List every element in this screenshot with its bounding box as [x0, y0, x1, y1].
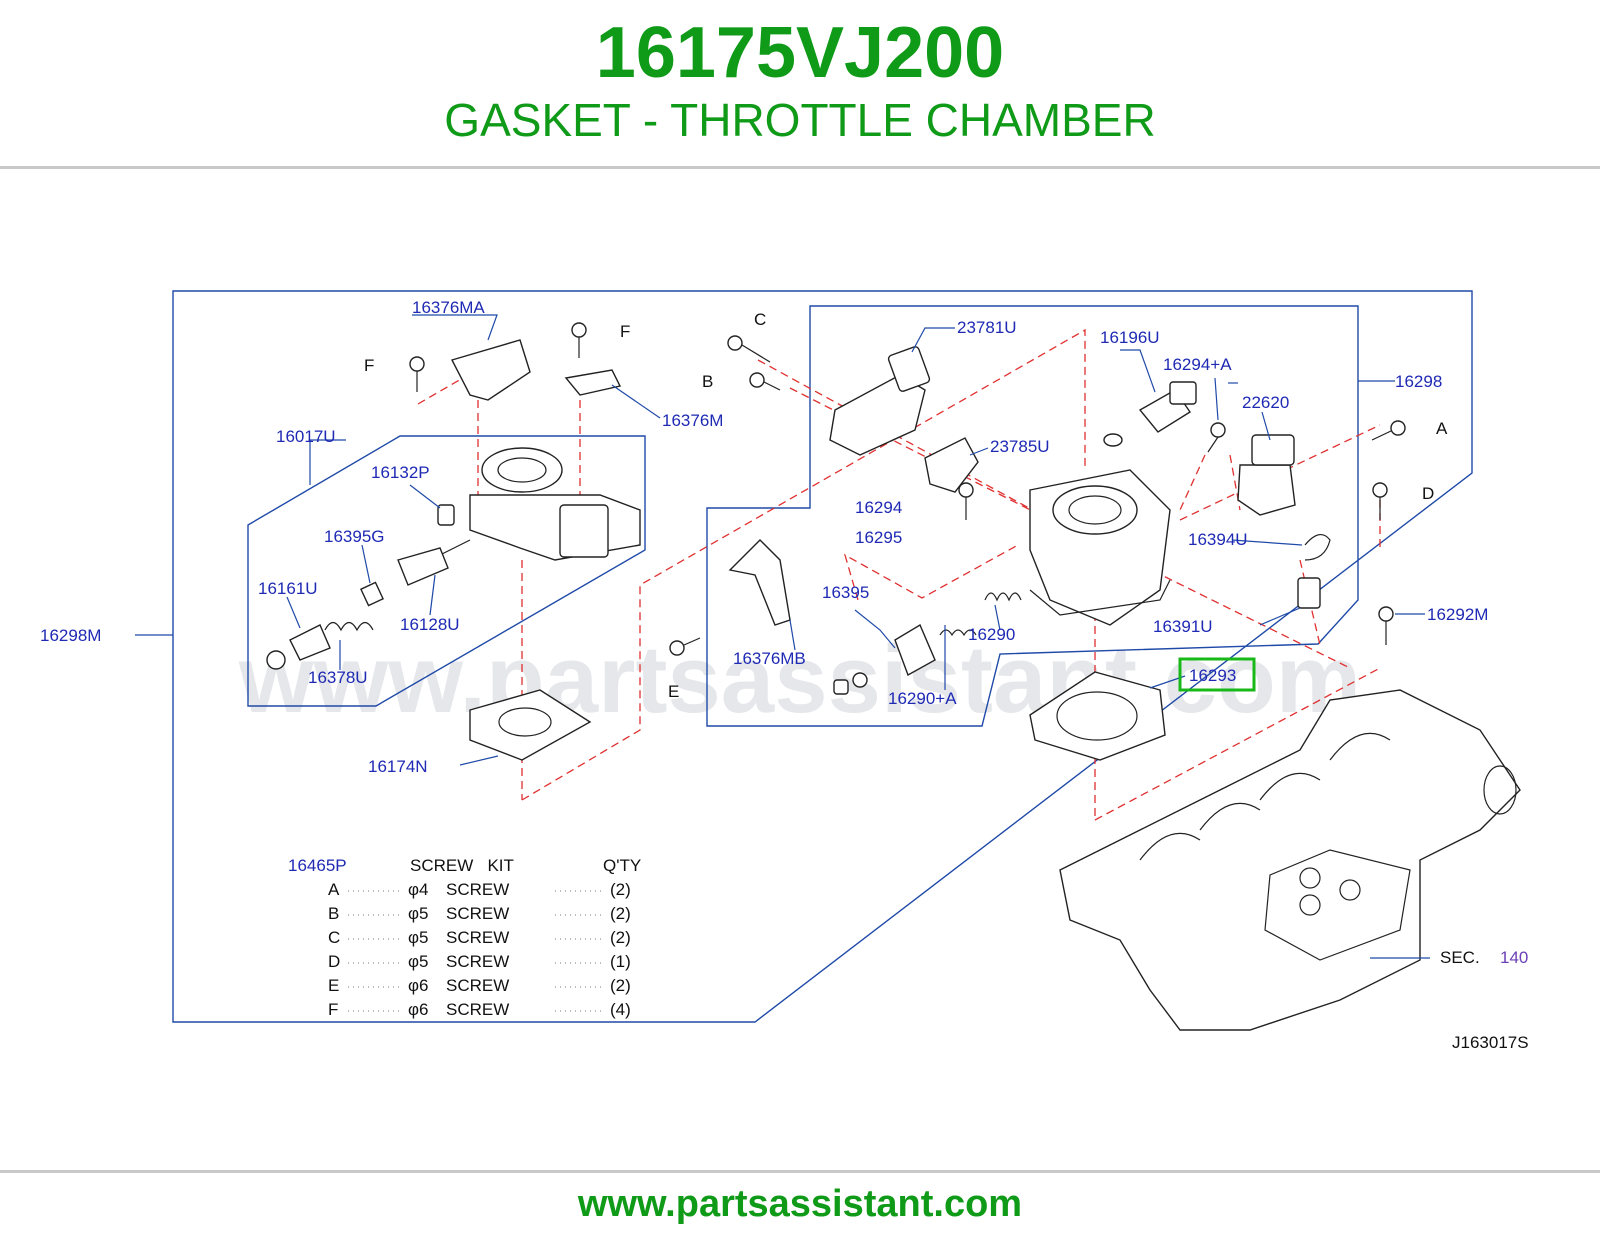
- screw-kit-row-size: φ5: [408, 952, 428, 971]
- screw-kit-row-qty: (2): [610, 880, 631, 899]
- callout-16196u: 16196U: [1100, 328, 1160, 347]
- bracket-16376ma: [450, 339, 531, 401]
- letter-e: E: [668, 682, 679, 701]
- screw-letter-labels: F F C B A D E: [364, 310, 1448, 701]
- callout-labels: 16376MA 16376M 16017U 16132P 16395G 1616…: [40, 298, 1529, 1052]
- screw-kit-row-letter: C: [328, 928, 340, 947]
- screw-kit-row-size: φ4: [408, 880, 428, 899]
- gasket-16293: [1029, 671, 1166, 761]
- bracket-16376mb: [728, 539, 791, 626]
- page-header: 16175VJ200 GASKET - THROTTLE CHAMBER: [0, 0, 1600, 168]
- callout-16128u: 16128U: [400, 615, 460, 634]
- screw-kit-row-size: φ6: [408, 976, 428, 995]
- footer-divider: [0, 1170, 1600, 1173]
- spring-16378u: [324, 621, 374, 632]
- throttle-position-sensor-22620: [1237, 464, 1296, 516]
- throttle-body-left: [481, 447, 563, 493]
- sensor-16391u: [1297, 577, 1321, 609]
- part-name-subtitle: GASKET - THROTTLE CHAMBER: [444, 94, 1156, 146]
- callout-16292m: 16292M: [1427, 605, 1488, 624]
- callout-16294a: 16294+A: [1163, 355, 1232, 374]
- callout-16290a: 16290+A: [888, 689, 957, 708]
- screw-kit-row-letter: F: [328, 1000, 338, 1019]
- callout-22620: 22620: [1242, 393, 1289, 412]
- callout-16395g: 16395G: [324, 527, 385, 546]
- callout-16298: 16298: [1395, 372, 1442, 391]
- gasket-16174n: [469, 689, 592, 761]
- letter-f-right: F: [620, 322, 630, 341]
- sec-number: 140: [1500, 948, 1528, 967]
- figure-code: J163017S: [1452, 1033, 1529, 1052]
- spring-16290: [984, 592, 1022, 602]
- part-number-title: 16175VJ200: [595, 13, 1005, 93]
- clip-16394u: [1304, 534, 1331, 561]
- screw-kit-title: SCREW KIT: [410, 856, 514, 875]
- screw-kit-row-name: SCREW: [446, 976, 509, 995]
- header-divider: [0, 166, 1600, 169]
- callout-16376m: 16376M: [662, 411, 723, 430]
- pin-16395g: [360, 581, 384, 607]
- callout-16017u: 16017U: [276, 427, 336, 446]
- screw-kit-row-qty: (2): [610, 928, 631, 947]
- callout-16391u: 16391U: [1153, 617, 1213, 636]
- screw-icons: [409, 322, 1406, 656]
- sec-label: SEC.: [1440, 948, 1480, 967]
- nut-16132p: [437, 504, 455, 526]
- right-group-box: [706, 305, 1359, 727]
- screw-kit-row-letter: B: [328, 904, 339, 923]
- callout-16294: 16294: [855, 498, 902, 517]
- callout-leader-lines: [135, 314, 1425, 766]
- exploded-parts-diagram: www.partsassistant.com: [40, 290, 1529, 1052]
- callout-16395: 16395: [822, 583, 869, 602]
- callout-23785u: 23785U: [990, 437, 1050, 456]
- screw-kit-row-size: φ5: [408, 928, 428, 947]
- screw-kit-row-name: SCREW: [446, 1000, 509, 1019]
- screw-kit-qty-header: Q'TY: [603, 856, 641, 875]
- letter-f-left: F: [364, 356, 374, 375]
- bracket-16376m: [564, 369, 622, 396]
- screw-kit-row-name: SCREW: [446, 928, 509, 947]
- nut-left: [266, 650, 286, 670]
- footer-website-url[interactable]: www.partsassistant.com: [577, 1183, 1023, 1225]
- screw-kit-row-size: φ5: [408, 904, 428, 923]
- screw-kit-row-name: SCREW: [446, 880, 509, 899]
- letter-a: A: [1436, 419, 1448, 438]
- screw-kit-row-name: SCREW: [446, 952, 509, 971]
- callout-23781u: 23781U: [957, 318, 1017, 337]
- screw-kit-row-qty: (2): [610, 904, 631, 923]
- callout-16295: 16295: [855, 528, 902, 547]
- callout-16378u: 16378U: [308, 668, 368, 687]
- letter-b: B: [702, 372, 713, 391]
- screw-kit-row-qty: (2): [610, 976, 631, 995]
- screw-kit-row-qty: (1): [610, 952, 631, 971]
- screw-kit-row-qty: (4): [610, 1000, 631, 1019]
- callout-16394u: 16394U: [1188, 530, 1248, 549]
- gasket-23785u: [924, 437, 979, 493]
- screw-kit-row-letter: E: [328, 976, 339, 995]
- letter-d: D: [1422, 484, 1434, 503]
- cam-16161u: [289, 624, 331, 661]
- left-group-box: [247, 435, 646, 707]
- screw-kit-row-letter: A: [328, 880, 340, 899]
- lever-16128u: [397, 547, 449, 586]
- dashpot-16395: [894, 623, 936, 677]
- screw-kit-number: 16465P: [288, 856, 347, 875]
- screw-kit-row-letter: D: [328, 952, 340, 971]
- callout-16174n: 16174N: [368, 757, 428, 776]
- callout-16376mb: 16376MB: [733, 649, 806, 668]
- screw-kit-row-name: SCREW: [446, 904, 509, 923]
- callout-16298m: 16298M: [40, 626, 101, 645]
- callout-16376ma: 16376MA: [412, 298, 485, 317]
- highlight-box: [1178, 657, 1256, 692]
- callout-16290: 16290: [968, 625, 1015, 644]
- callout-16293-highlighted[interactable]: 16293: [1189, 666, 1236, 685]
- letter-c: C: [754, 310, 766, 329]
- screw-kit-row-size: φ6: [408, 1000, 428, 1019]
- callout-16161u: 16161U: [258, 579, 318, 598]
- callout-16132p: 16132P: [371, 463, 430, 482]
- part-drawings: [266, 322, 1521, 1031]
- intake-manifold: [1059, 689, 1521, 1031]
